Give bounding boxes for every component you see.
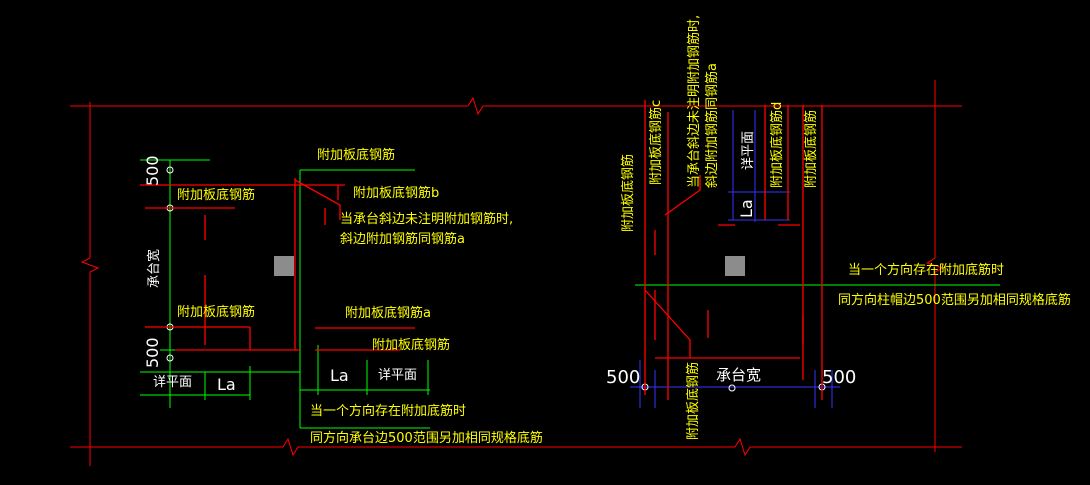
vlabel-slope-2: 斜边附加钢筋同钢筋a	[704, 63, 720, 188]
vlabel-d: 附加板底钢筋d	[769, 102, 785, 188]
note-same-direction-right: 同方向柱帽边500范围另加相同规格底筋	[838, 292, 1071, 308]
dim-cap-width-right: 承台宽	[716, 366, 761, 384]
vlabel-far-left: 附加板底钢筋	[620, 154, 636, 232]
vlabel-bottom: 附加板底钢筋	[685, 362, 701, 440]
column-square-left	[274, 256, 294, 276]
dim-see-plan-left: 详平面	[153, 375, 192, 390]
label-left-top: 附加板底钢筋	[177, 187, 255, 203]
vlabel-see-plan: 详平面	[741, 131, 756, 170]
vlabel-la: La	[737, 199, 756, 218]
label-add-bottom-bar-b: 附加板底钢筋b	[353, 185, 439, 201]
note-one-direction-left: 当一个方向存在附加底筋时	[310, 403, 466, 419]
dim-500-top: 500	[143, 155, 162, 186]
dim-cap-width-left: 承台宽	[146, 249, 162, 288]
vlabel-slope-1: 当承台斜边未注明附加钢筋时,	[686, 15, 702, 188]
left-detail: 附加板底钢筋 附加板底钢筋b 当承台斜边未注明附加钢筋时, 斜边附加钢筋同钢筋a…	[140, 147, 543, 446]
label-slope-note-2: 斜边附加钢筋同钢筋a	[340, 231, 465, 247]
label-add-bottom-bar-top: 附加板底钢筋	[317, 147, 395, 163]
dim-la-left: La	[217, 375, 236, 394]
bottom-break-line	[70, 437, 962, 457]
column-square-right	[725, 256, 745, 276]
dim-la-right: La	[330, 366, 349, 385]
left-break-line	[80, 102, 100, 466]
right-detail: 附加板底钢筋 附加板底钢筋c 当承台斜边未注明附加钢筋时, 斜边附加钢筋同钢筋a…	[606, 15, 1071, 440]
dim-500-left-right: 500	[606, 367, 640, 388]
label-add-bottom-bar-2: 附加板底钢筋	[372, 337, 450, 353]
dim-500-right-right: 500	[822, 367, 856, 388]
dim-500-bottom: 500	[143, 337, 162, 368]
label-slope-note-1: 当承台斜边未注明附加钢筋时,	[340, 211, 513, 227]
note-one-direction-right: 当一个方向存在附加底筋时	[848, 262, 1004, 278]
label-add-bottom-bar-a: 附加板底钢筋a	[345, 305, 431, 321]
top-break-line	[70, 96, 962, 116]
right-break-line	[925, 80, 945, 452]
label-left-bottom: 附加板底钢筋	[177, 304, 255, 320]
vlabel-right: 附加板底钢筋	[803, 110, 819, 188]
note-same-direction-left: 同方向承台边500范围另加相同规格底筋	[310, 430, 543, 446]
dim-see-plan-right: 详平面	[378, 368, 417, 383]
slab-boundary	[70, 80, 962, 466]
vlabel-c: 附加板底钢筋c	[648, 100, 664, 185]
